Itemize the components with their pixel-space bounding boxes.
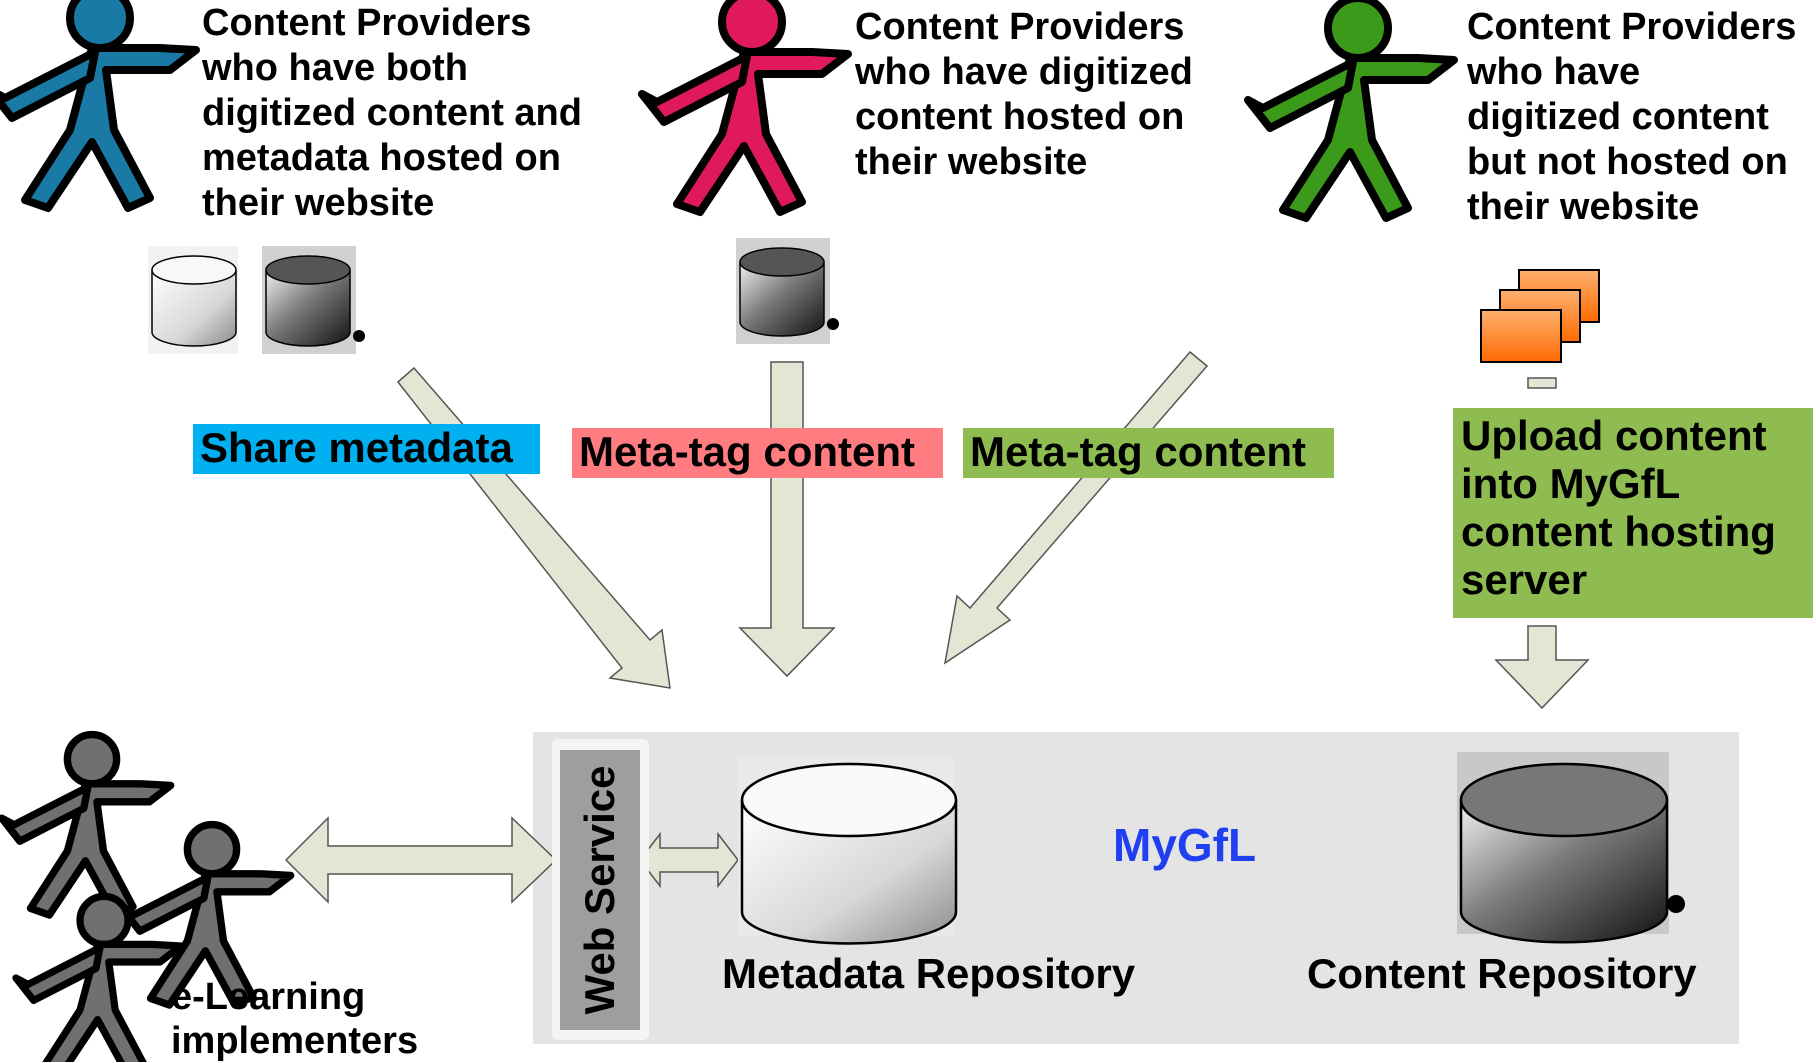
content-repository-label: Content Repository — [1307, 950, 1697, 997]
green-provider-person-icon — [1248, 0, 1454, 218]
text-line: their website — [202, 182, 435, 224]
document-stack-icon — [1480, 269, 1600, 363]
content-repository-icon — [1457, 752, 1685, 944]
text-line: server — [1461, 556, 1588, 603]
content-database-icon — [736, 238, 839, 344]
text-line: metadata hosted on — [202, 137, 561, 179]
meta-tag-content-arrow — [738, 361, 836, 678]
text-line: digitized content and — [202, 92, 582, 134]
text-line: e-Learning — [171, 976, 366, 1018]
text-line: content hosting — [1461, 508, 1776, 555]
web-service-label: Web Service — [576, 765, 623, 1015]
blue-provider-person-icon — [0, 0, 196, 208]
upload-content-label: Upload content into MyGfL content hostin… — [1453, 408, 1813, 618]
text-line: Content Providers — [855, 6, 1185, 48]
text-line: who have — [1467, 51, 1641, 93]
text-line: their website — [1467, 186, 1700, 228]
web-service-metadata-double-arrow — [639, 831, 739, 889]
metadata-database-icon — [148, 246, 238, 354]
implementer-person-icon — [2, 735, 171, 915]
upload-down-arrow — [1527, 377, 1557, 389]
web-service-block — [560, 750, 640, 1030]
text-line: who have both — [202, 47, 468, 89]
meta-tag-content-label: Meta-tag content — [572, 428, 943, 478]
implementers-web-service-double-arrow — [284, 816, 558, 904]
text-line: but not hosted on — [1467, 141, 1788, 183]
provider-2-description: Content Providers who have digitized con… — [855, 5, 1193, 185]
text-line: Upload content — [1461, 412, 1767, 459]
text-line: digitized content — [1467, 96, 1769, 138]
meta-tag-content-arrow — [943, 350, 1209, 665]
provider-3-description: Content Providers who have digitized con… — [1467, 5, 1796, 230]
pink-provider-person-icon — [642, 0, 848, 212]
text-line: into MyGfL — [1461, 460, 1681, 507]
metadata-repository-icon — [738, 756, 958, 945]
content-database-icon — [262, 246, 365, 354]
share-metadata-arrow — [396, 366, 671, 689]
share-metadata-label: Share metadata — [193, 424, 540, 474]
upload-down-arrow — [1494, 625, 1590, 710]
text-line: who have digitized — [855, 51, 1193, 93]
text-line: Content Providers — [202, 2, 532, 44]
provider-1-description: Content Providers who have both digitize… — [202, 1, 582, 226]
metadata-repository-label: Metadata Repository — [722, 950, 1136, 997]
mygfl-label: MyGfL — [1113, 819, 1257, 871]
meta-tag-content-label: Meta-tag content — [963, 428, 1334, 478]
text-line: Content Providers — [1467, 6, 1797, 48]
text-line: implementers — [171, 1020, 419, 1062]
implementers-label: e-Learning implementers — [171, 975, 418, 1063]
text-line: content hosted on — [855, 96, 1185, 138]
text-line: their website — [855, 141, 1088, 183]
